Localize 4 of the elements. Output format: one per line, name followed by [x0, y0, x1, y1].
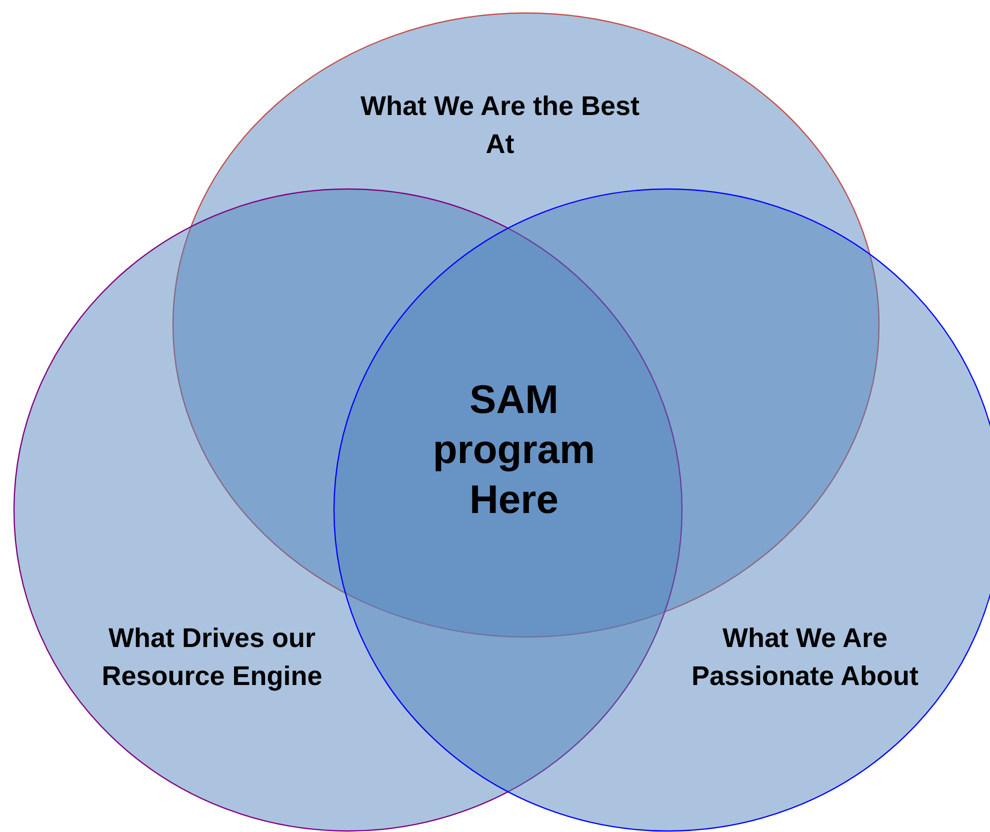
center-label: SAM program Here [432, 377, 596, 524]
circle-label: What We Are the Best At [359, 90, 641, 161]
circle-label: What We Are Passionate About [690, 622, 920, 693]
circle-label: What Drives our Resource Engine [100, 622, 324, 693]
